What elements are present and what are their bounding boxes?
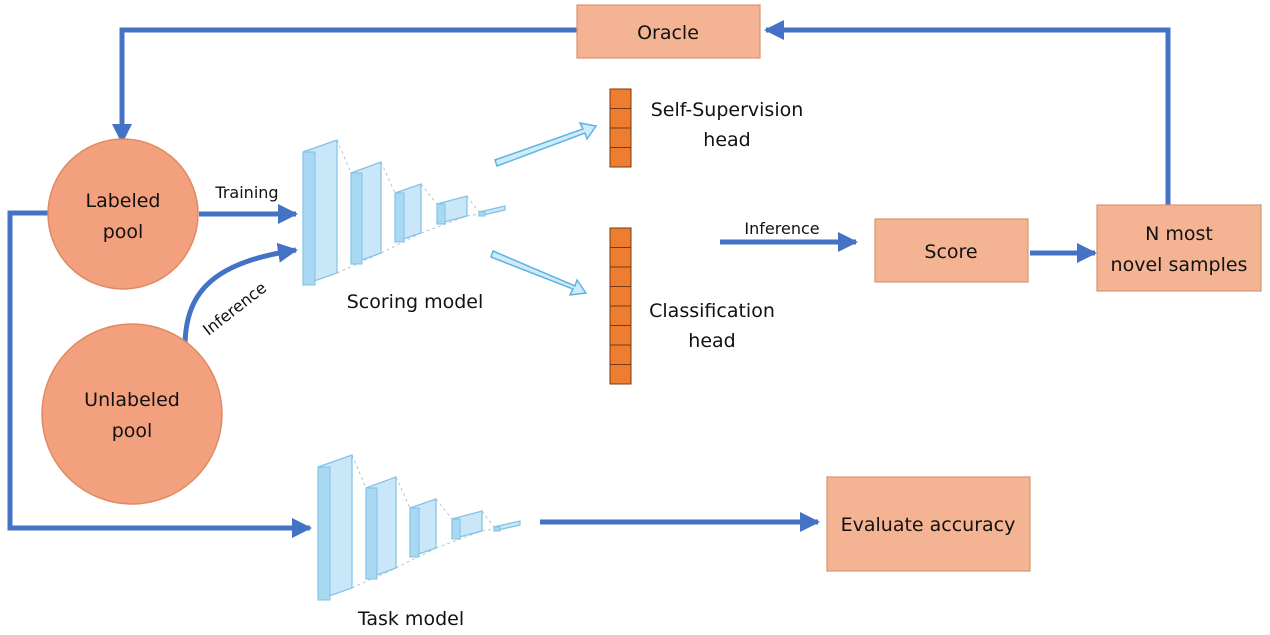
cls-head-cell-8 (609, 364, 632, 385)
ssl-head-cell-2 (609, 108, 632, 129)
unlabeled-pool-label-line1: Unlabeled (84, 389, 180, 411)
ssl-head-cell-4 (609, 147, 632, 168)
to-cls-head-arrow (490, 249, 588, 296)
connectors (7, 20, 1171, 538)
cls-head-cell-5 (609, 305, 632, 326)
nmost-to-oracle-arrow (764, 20, 1171, 205)
unlabeled-inference-arrow (182, 242, 298, 348)
labeled-pool-label-line1: Labeled (85, 190, 160, 212)
n-most-label-line1: N most (1145, 223, 1213, 245)
ssl-head-cell-1 (609, 88, 632, 109)
scoring-cnn-layer-5 (478, 205, 506, 217)
cls-head-cell-4 (609, 286, 632, 307)
cls-head-cell-7 (609, 344, 632, 365)
evaluate-accuracy-node: Evaluate accuracy (826, 476, 1031, 572)
labeled-to-task-arrow (7, 210, 312, 538)
cls-head-label-line2: head (688, 330, 735, 352)
oracle-node: Oracle (576, 4, 761, 59)
task-model-cnn-icon (317, 454, 521, 601)
ssl-head-label-line2: head (703, 129, 750, 151)
task-cnn-layer-3 (409, 498, 483, 558)
scoring-cnn-layer-2 (350, 161, 422, 265)
inference-pool-edge-label: Inference (199, 278, 270, 339)
evaluate-accuracy-label: Evaluate accuracy (841, 514, 1016, 536)
unlabeled-pool-node: Unlabeled pool (41, 323, 223, 505)
inference-score-edge-label: Inference (744, 219, 819, 238)
unlabeled-pool-label-line2: pool (112, 420, 153, 442)
labeled-pool-node: Labeled pool (47, 138, 199, 290)
oracle-to-labeled-arrow (112, 27, 577, 144)
to-ssl-head-arrow (494, 121, 598, 167)
oracle-label: Oracle (637, 22, 699, 44)
score-label: Score (924, 241, 977, 263)
task-cnn-layer-4 (451, 510, 521, 540)
ssl-head-cell-3 (609, 127, 632, 148)
classification-head-column (609, 227, 632, 385)
ssl-head-label-line1: Self-Supervision (651, 99, 804, 121)
scoring-model-label: Scoring model (347, 291, 484, 313)
cls-head-label-line1: Classification (649, 300, 775, 322)
n-most-label-line2: novel samples (1111, 254, 1248, 276)
self-supervision-head-column (609, 88, 632, 168)
n-most-novel-node: N most novel samples (1096, 204, 1262, 292)
cls-head-cell-2 (609, 247, 632, 268)
labeled-pool-label-line2: pool (103, 221, 144, 243)
score-node: Score (874, 218, 1029, 283)
scoring-model-cnn-icon (302, 139, 506, 286)
task-cnn-layer-2 (365, 476, 437, 580)
cls-head-cell-3 (609, 266, 632, 287)
scoring-cnn-layer-4 (436, 195, 506, 225)
task-model-label: Task model (357, 608, 464, 630)
task-cnn-layer-1 (317, 454, 397, 601)
training-edge-label: Training (214, 183, 278, 202)
cls-head-cell-6 (609, 325, 632, 346)
task-cnn-layer-5 (493, 520, 521, 532)
cls-head-cell-1 (609, 227, 632, 248)
